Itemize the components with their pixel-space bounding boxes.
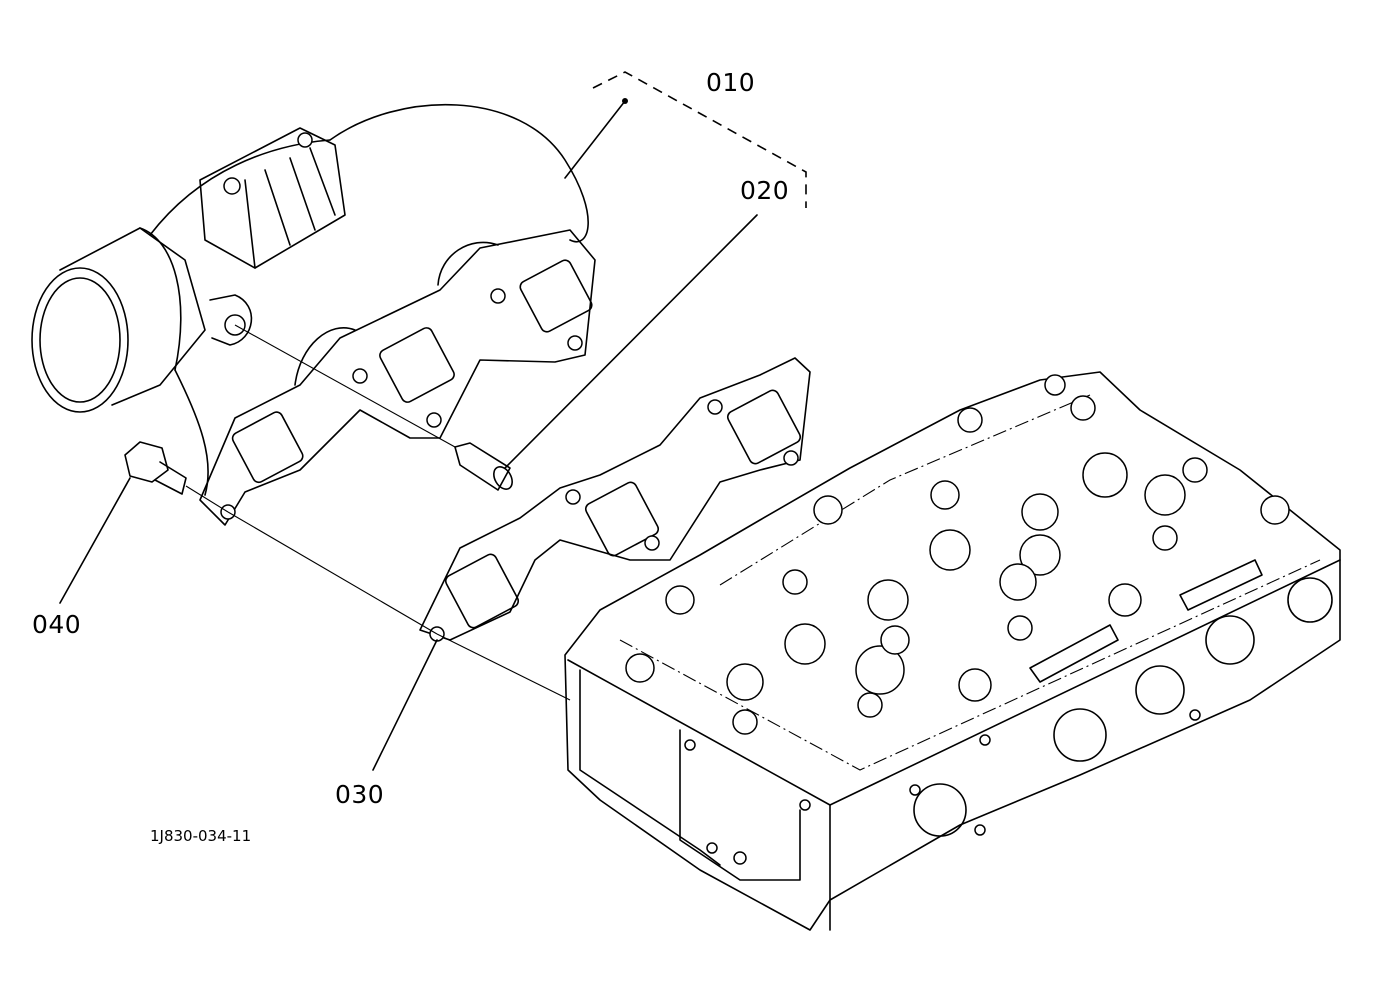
leader-line-020: [504, 214, 758, 469]
part-label-010: 010: [706, 68, 756, 97]
part-label-040: 040: [32, 610, 82, 639]
leader-line-010: [564, 100, 626, 179]
bolt-040: [124, 441, 229, 513]
cylinder-head: [564, 371, 1341, 931]
centerline-gasket: [227, 511, 438, 635]
centerline-stud: [234, 324, 456, 448]
gasket-030: [227, 357, 811, 642]
part-label-020: 020: [740, 176, 790, 205]
exhaust-manifold: [31, 103, 596, 526]
centerline-bolt: [185, 485, 229, 513]
drawing-code: 1J830-034-11: [150, 827, 252, 845]
stud-020: [234, 324, 513, 491]
leader-line-040: [59, 477, 131, 604]
assembly-bracket-010: [592, 71, 807, 208]
centerline-head: [436, 633, 571, 701]
leader-line-030: [372, 639, 438, 771]
part-label-030: 030: [335, 780, 385, 809]
